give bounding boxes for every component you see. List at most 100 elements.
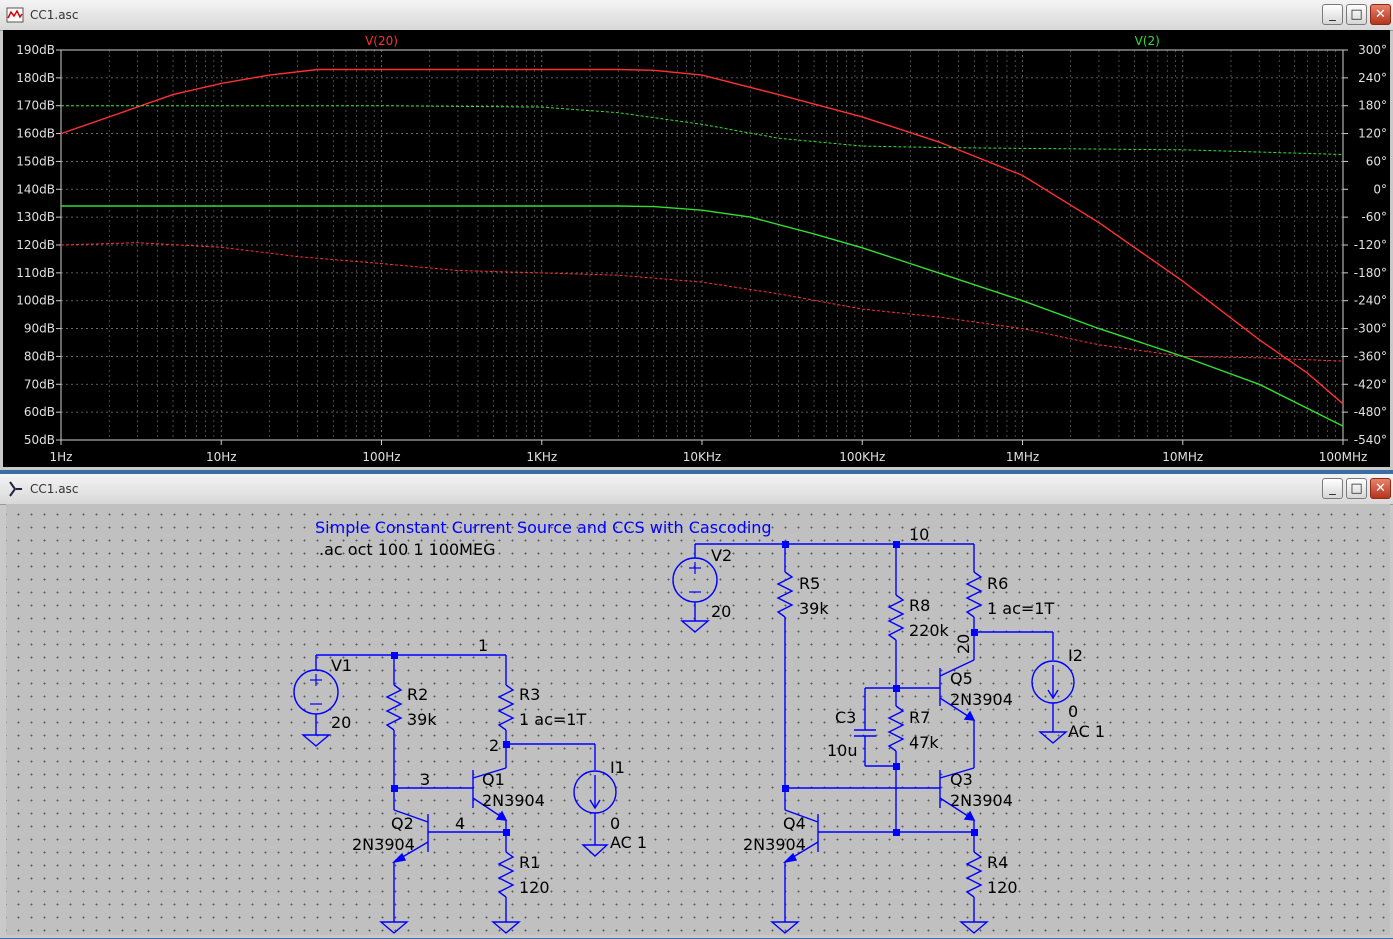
waveform-window-title: CC1.asc xyxy=(30,8,79,22)
q3-label[interactable]: Q3 xyxy=(950,770,973,789)
maximize-button[interactable]: □ xyxy=(1346,478,1367,499)
q2-model[interactable]: 2N3904 xyxy=(352,835,415,854)
y-tick-label: 80dB xyxy=(24,349,55,363)
i1-label[interactable]: I1 xyxy=(610,758,625,777)
x-tick-label: 1KHz xyxy=(526,450,557,464)
r2-value[interactable]: 39k xyxy=(407,710,437,729)
y-tick-label: 170dB xyxy=(16,99,55,113)
x-tick-label: 100KHz xyxy=(839,450,885,464)
spice-directive[interactable]: .ac oct 100 1 100MEG xyxy=(319,540,495,559)
r7-value[interactable]: 47k xyxy=(909,733,939,752)
y-tick-label: 140dB xyxy=(16,182,55,196)
waveform-app-icon xyxy=(6,7,24,23)
x-tick-label: 1MHz xyxy=(1006,450,1039,464)
y2-tick-label: -60° xyxy=(1361,210,1387,224)
schematic-comment[interactable]: Simple Constant Current Source and CCS w… xyxy=(315,518,772,537)
r4-value[interactable]: 120 xyxy=(987,878,1018,897)
y-tick-label: 120dB xyxy=(16,238,55,252)
schematic-canvas[interactable]: Simple Constant Current Source and CCS w… xyxy=(6,504,1390,935)
i2-ac[interactable]: AC 1 xyxy=(1068,722,1105,741)
waveform-titlebar[interactable]: CC1.asc _ □ ✕ xyxy=(0,0,1393,31)
r1-label[interactable]: R1 xyxy=(519,853,540,872)
y2-tick-label: 120° xyxy=(1358,127,1387,141)
v2-value[interactable]: 20 xyxy=(711,602,731,621)
r6-label[interactable]: R6 xyxy=(987,574,1008,593)
node-4-label: 4 xyxy=(455,814,465,833)
y2-tick-label: -120° xyxy=(1354,238,1387,252)
y2-tick-label: 300° xyxy=(1358,43,1387,57)
y-tick-label: 70dB xyxy=(24,377,55,391)
v1-label[interactable]: V1 xyxy=(331,656,352,675)
close-button[interactable]: ✕ xyxy=(1370,478,1391,499)
q5-label[interactable]: Q5 xyxy=(950,669,973,688)
schematic-app-icon xyxy=(9,481,22,497)
node-1-label: 1 xyxy=(478,636,488,655)
r2-label[interactable]: R2 xyxy=(407,685,428,704)
node-20-label: 20 xyxy=(954,634,973,654)
trace-phase-phase xyxy=(60,242,1344,362)
schematic-window: CC1.asc _ □ ✕ xyxy=(0,474,1393,938)
r4-label[interactable]: R4 xyxy=(987,853,1008,872)
r6-value[interactable]: 1 ac=1T xyxy=(987,599,1054,618)
i1-ac[interactable]: AC 1 xyxy=(610,833,647,852)
y2-tick-label: -300° xyxy=(1354,322,1387,336)
i2-value[interactable]: 0 xyxy=(1068,702,1078,721)
c3-label[interactable]: C3 xyxy=(835,708,856,727)
r3-label[interactable]: R3 xyxy=(519,685,540,704)
schematic-window-title: CC1.asc xyxy=(30,482,79,496)
y-tick-label: 150dB xyxy=(16,154,55,168)
q4-model[interactable]: 2N3904 xyxy=(743,835,806,854)
minimize-button[interactable]: _ xyxy=(1322,478,1343,499)
r7-label[interactable]: R7 xyxy=(909,708,930,727)
y-tick-label: 90dB xyxy=(24,322,55,336)
y2-tick-label: -480° xyxy=(1354,405,1387,419)
r3-value[interactable]: 1 ac=1T xyxy=(519,710,586,729)
y2-tick-label: -420° xyxy=(1354,377,1387,391)
node-2-label: 2 xyxy=(489,736,499,755)
maximize-button[interactable]: □ xyxy=(1346,4,1367,25)
q4-label[interactable]: Q4 xyxy=(783,814,806,833)
minimize-button[interactable]: _ xyxy=(1322,4,1343,25)
y-tick-label: 60dB xyxy=(24,405,55,419)
r1-value[interactable]: 120 xyxy=(519,878,550,897)
q5-model[interactable]: 2N3904 xyxy=(950,690,1013,709)
y2-tick-label: -240° xyxy=(1354,294,1387,308)
schematic-drawing[interactable]: Simple Constant Current Source and CCS w… xyxy=(6,504,1390,935)
y2-tick-label: -540° xyxy=(1354,433,1387,447)
c3-value[interactable]: 10u xyxy=(827,741,858,760)
x-tick-label: 100MHz xyxy=(1319,450,1368,464)
node-10-label: 10 xyxy=(909,525,929,544)
q3-model[interactable]: 2N3904 xyxy=(950,791,1013,810)
q2-label[interactable]: Q2 xyxy=(391,814,414,833)
y-tick-label: 100dB xyxy=(16,294,55,308)
y-tick-label: 130dB xyxy=(16,210,55,224)
i1-value[interactable]: 0 xyxy=(610,814,620,833)
node-3-label: 3 xyxy=(420,770,430,789)
i2-label[interactable]: I2 xyxy=(1068,646,1083,665)
q1-label[interactable]: Q1 xyxy=(482,770,505,789)
close-button[interactable]: ✕ xyxy=(1370,4,1391,25)
r5-label[interactable]: R5 xyxy=(799,574,820,593)
schematic-titlebar[interactable]: CC1.asc _ □ ✕ xyxy=(0,474,1393,505)
x-tick-label: 100Hz xyxy=(362,450,400,464)
v1-value[interactable]: 20 xyxy=(331,713,351,732)
trace-legend-label[interactable]: V(20) xyxy=(365,34,398,48)
y2-tick-label: 240° xyxy=(1358,71,1387,85)
y2-tick-label: 0° xyxy=(1373,182,1387,196)
y-tick-label: 50dB xyxy=(24,433,55,447)
x-tick-label: 10MHz xyxy=(1162,450,1203,464)
r5-value[interactable]: 39k xyxy=(799,599,829,618)
trace-phase-phase xyxy=(61,105,1344,155)
trace-legend-label[interactable]: V(2) xyxy=(1135,34,1160,48)
r8-value[interactable]: 220k xyxy=(909,621,950,640)
y-tick-label: 190dB xyxy=(16,43,55,57)
trace-v2-magnitude xyxy=(61,205,1344,427)
y-tick-label: 110dB xyxy=(16,266,55,280)
r8-label[interactable]: R8 xyxy=(909,596,930,615)
v2-label[interactable]: V2 xyxy=(711,546,732,565)
q1-model[interactable]: 2N3904 xyxy=(482,791,545,810)
y2-tick-label: 180° xyxy=(1358,99,1387,113)
